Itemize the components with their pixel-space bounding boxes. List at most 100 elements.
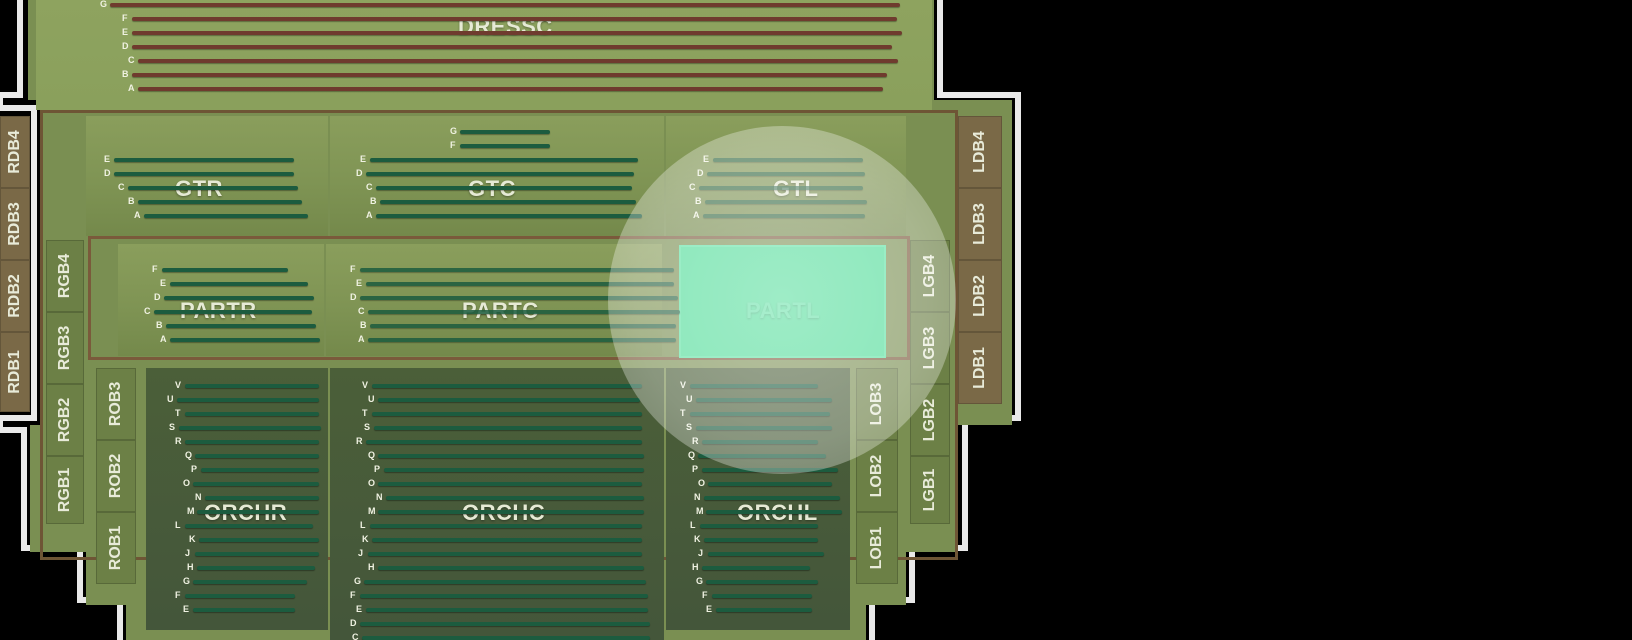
box-lgb3[interactable]: LGB3	[910, 312, 950, 384]
seat-row-orchc-d[interactable]	[360, 622, 650, 626]
box-rdb2[interactable]: RDB2	[0, 260, 30, 332]
seat-row-orchc-q[interactable]	[378, 454, 644, 458]
box-lob2[interactable]: LOB2	[856, 440, 898, 512]
seat-row-orchr-l[interactable]	[185, 524, 313, 528]
seat-row-orchl-q[interactable]	[698, 454, 826, 458]
seat-row-orchl-m[interactable]	[706, 510, 842, 514]
box-rdb4[interactable]: RDB4	[0, 116, 30, 188]
seat-row-orchl-k[interactable]	[704, 538, 818, 542]
seat-row-partr-c[interactable]	[154, 310, 312, 314]
seat-row-orchl-v[interactable]	[690, 384, 818, 388]
box-rgb3[interactable]: RGB3	[46, 312, 84, 384]
seat-row-orchl-e[interactable]	[716, 608, 812, 612]
seat-row-partc-b[interactable]	[370, 324, 676, 328]
section-partl[interactable]	[679, 245, 886, 358]
box-ldb3[interactable]: LDB3	[958, 188, 1002, 260]
seat-row-partc-c[interactable]	[368, 310, 680, 314]
seat-row-orchl-g[interactable]	[706, 580, 818, 584]
seat-row-orchc-f[interactable]	[360, 594, 648, 598]
box-ldb4[interactable]: LDB4	[958, 116, 1002, 188]
seat-row-gtl-b[interactable]	[705, 200, 867, 204]
box-lob3[interactable]: LOB3	[856, 368, 898, 440]
seat-row-orchl-o[interactable]	[708, 482, 832, 486]
box-ldb2[interactable]: LDB2	[958, 260, 1002, 332]
seat-row-gtc-b[interactable]	[380, 200, 636, 204]
seat-row-orchl-h[interactable]	[702, 566, 810, 570]
box-ldb1[interactable]: LDB1	[958, 332, 1002, 404]
seat-row-dressc-c[interactable]	[138, 59, 898, 63]
seat-row-dressc-b[interactable]	[132, 73, 887, 77]
seat-row-gtc-e[interactable]	[370, 158, 638, 162]
seat-row-gtc-c[interactable]	[376, 186, 632, 190]
seat-row-partr-e[interactable]	[170, 282, 308, 286]
seat-row-dressc-g[interactable]	[110, 3, 900, 7]
seat-row-dressc-e[interactable]	[132, 31, 902, 35]
seat-row-orchr-k[interactable]	[199, 538, 319, 542]
seat-row-orchc-c[interactable]	[362, 636, 650, 640]
seat-row-orchc-n[interactable]	[386, 496, 644, 500]
seat-row-gtr-c[interactable]	[128, 186, 298, 190]
seat-row-gtc-d[interactable]	[366, 172, 634, 176]
seat-row-orchl-r[interactable]	[702, 440, 818, 444]
box-rgb2[interactable]: RGB2	[46, 384, 84, 456]
seat-row-gtl-c[interactable]	[699, 186, 863, 190]
seat-row-partr-f[interactable]	[162, 268, 288, 272]
seat-row-orchr-t[interactable]	[185, 412, 319, 416]
seat-row-orchr-s[interactable]	[179, 426, 321, 430]
seat-row-orchl-n[interactable]	[704, 496, 840, 500]
seat-row-orchl-l[interactable]	[700, 524, 818, 528]
box-rob3[interactable]: ROB3	[96, 368, 136, 440]
seat-row-orchc-g[interactable]	[364, 580, 646, 584]
seat-row-gtc-g[interactable]	[460, 130, 550, 134]
seat-row-orchc-u[interactable]	[378, 398, 640, 402]
box-rgb4[interactable]: RGB4	[46, 240, 84, 312]
seat-row-orchc-e[interactable]	[366, 608, 648, 612]
seat-row-partc-e[interactable]	[366, 282, 674, 286]
seat-row-gtl-d[interactable]	[707, 172, 865, 176]
seat-row-orchc-p[interactable]	[384, 468, 644, 472]
box-rob1[interactable]: ROB1	[96, 512, 136, 584]
box-rgb1[interactable]: RGB1	[46, 456, 84, 524]
seat-row-orchl-p[interactable]	[702, 468, 838, 472]
seat-row-partc-a[interactable]	[368, 338, 676, 342]
seat-row-gtl-a[interactable]	[703, 214, 865, 218]
seat-row-orchr-v[interactable]	[185, 384, 319, 388]
seat-row-partr-b[interactable]	[166, 324, 316, 328]
seat-row-orchr-q[interactable]	[195, 454, 319, 458]
box-lgb1[interactable]: LGB1	[910, 456, 950, 524]
seat-row-orchc-t[interactable]	[372, 412, 642, 416]
seat-row-orchc-m[interactable]	[378, 510, 644, 514]
seat-row-gtl-e[interactable]	[713, 158, 863, 162]
seat-row-orchr-r[interactable]	[185, 440, 319, 444]
seat-row-partc-d[interactable]	[360, 296, 678, 300]
seat-row-orchr-h[interactable]	[197, 566, 315, 570]
box-lgb2[interactable]: LGB2	[910, 384, 950, 456]
box-lob1[interactable]: LOB1	[856, 512, 898, 584]
seat-row-gtr-a[interactable]	[144, 214, 308, 218]
seat-row-dressc-d[interactable]	[132, 45, 892, 49]
box-rdb3[interactable]: RDB3	[0, 188, 30, 260]
section-partc[interactable]	[326, 244, 662, 356]
seat-row-orchc-h[interactable]	[378, 566, 644, 570]
seat-row-orchr-j[interactable]	[195, 552, 319, 556]
seat-row-orchc-l[interactable]	[370, 524, 642, 528]
box-rdb1[interactable]: RDB1	[0, 332, 30, 412]
seat-row-orchc-s[interactable]	[374, 426, 642, 430]
seat-row-dressc-f[interactable]	[132, 17, 897, 21]
seat-row-gtr-b[interactable]	[138, 200, 302, 204]
seat-row-orchr-m[interactable]	[197, 510, 319, 514]
seat-row-gtr-d[interactable]	[114, 172, 294, 176]
section-partr[interactable]	[118, 244, 324, 356]
seat-row-orchl-s[interactable]	[696, 426, 832, 430]
seat-row-orchc-k[interactable]	[372, 538, 642, 542]
seat-row-orchr-u[interactable]	[177, 398, 319, 402]
seat-row-partr-a[interactable]	[170, 338, 320, 342]
seat-row-orchr-g[interactable]	[193, 580, 307, 584]
seat-row-orchc-v[interactable]	[372, 384, 642, 388]
seat-row-orchr-f[interactable]	[185, 594, 295, 598]
seat-row-orchc-r[interactable]	[366, 440, 642, 444]
seat-row-orchr-o[interactable]	[193, 482, 319, 486]
box-lgb4[interactable]: LGB4	[910, 240, 950, 312]
seat-row-gtc-f[interactable]	[460, 144, 550, 148]
seat-row-orchc-j[interactable]	[368, 552, 642, 556]
